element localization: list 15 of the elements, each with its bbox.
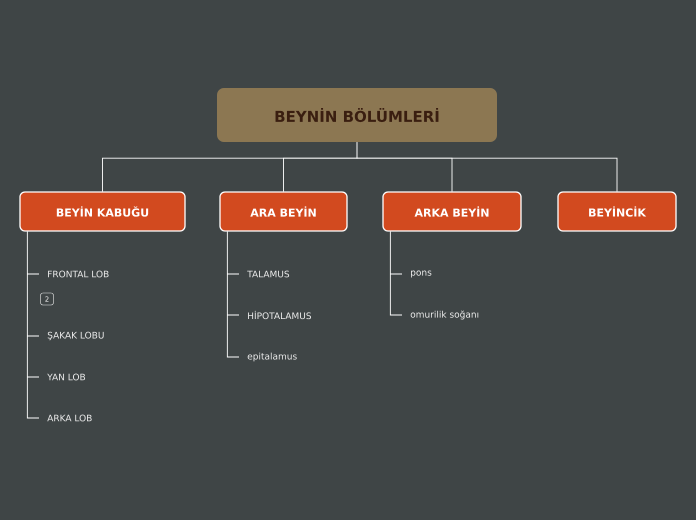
topic-box: BEYİNCİK bbox=[557, 191, 677, 232]
subtopic-text: YAN LOB bbox=[47, 374, 86, 380]
subtopic-text: ŞAKAK LOBU bbox=[48, 332, 104, 340]
topic-box: ARKA BEYİN bbox=[382, 191, 522, 232]
title-box: BEYNİN BÖLÜMLERİ bbox=[217, 88, 497, 142]
subtopic-text: FRONTAL LOB bbox=[48, 270, 109, 278]
connector-line bbox=[356, 142, 618, 192]
topic-box: BEYİN KABUĞU bbox=[19, 191, 186, 232]
subtopic-text: TALAMUS bbox=[247, 270, 290, 278]
subtopic-text: epitalamus bbox=[248, 352, 297, 362]
subtopic-text: ARKA LOB bbox=[47, 414, 92, 422]
subtopic-text: HİPOTALAMUS bbox=[248, 310, 312, 320]
subtopic-text: pons bbox=[411, 270, 432, 278]
topic-box: ARA BEYİN bbox=[219, 191, 348, 232]
subtopic-text: omurilik soğanı bbox=[410, 310, 478, 320]
